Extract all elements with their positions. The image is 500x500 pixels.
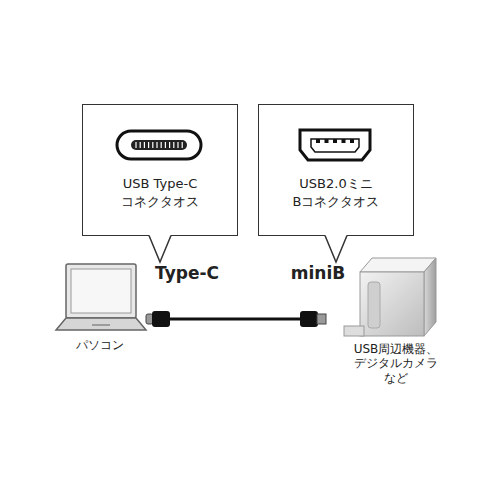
callout-box: USB Type-C コネクタオス	[82, 104, 238, 236]
pin-stroke	[165, 142, 166, 148]
usb-cable	[146, 311, 326, 327]
pin-stroke	[350, 139, 354, 143]
mini-b-icon	[300, 130, 370, 160]
pin-stroke	[173, 142, 174, 148]
pin-stroke	[156, 142, 157, 148]
pin-stroke	[161, 142, 162, 148]
storage-device	[344, 258, 436, 336]
type-c-icon	[117, 131, 201, 159]
pin-stroke	[135, 142, 136, 148]
pin-stroke	[333, 139, 337, 143]
callout-box: USB2.0ミニ Bコネクタオス	[258, 104, 414, 236]
pin-stroke	[152, 142, 153, 148]
device-label: USB周辺機器、デジタルカメラ など	[346, 342, 446, 385]
device-label: パソコン	[76, 338, 124, 352]
pin-stroke	[342, 139, 346, 143]
pin-stroke	[144, 142, 145, 148]
pin-stroke	[325, 139, 329, 143]
laptop-illustration	[56, 264, 146, 330]
pin-stroke	[148, 142, 149, 148]
connector-label: Type-C	[155, 263, 219, 283]
pin-stroke	[140, 142, 141, 148]
connector-label: miniB	[291, 263, 345, 283]
pin-stroke	[177, 142, 178, 148]
pin-stroke	[169, 142, 170, 148]
callout-text: USB Type-C コネクタオス	[91, 175, 229, 210]
callout-text: USB2.0ミニ Bコネクタオス	[267, 175, 405, 210]
pin-stroke	[316, 139, 320, 143]
pin-stroke	[182, 142, 183, 148]
